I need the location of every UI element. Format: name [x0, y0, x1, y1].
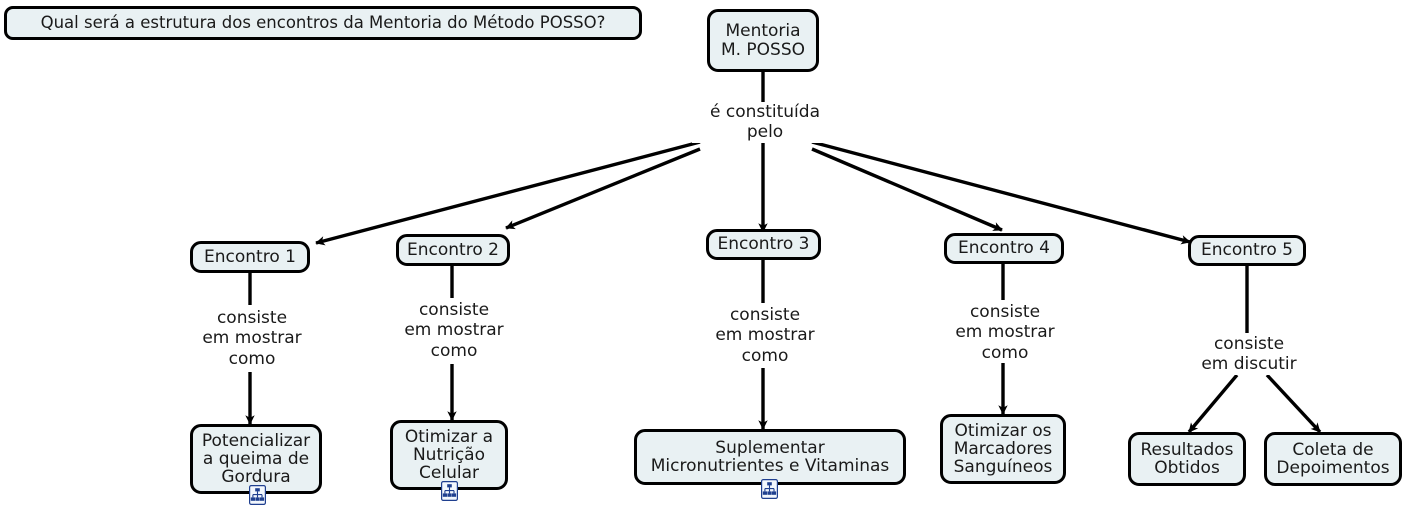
edge-label-encontro-1[interactable]: consiste em mostrar como: [189, 308, 315, 370]
node-encontro-4-label: Encontro 4: [958, 238, 1050, 259]
node-encontro-4[interactable]: Encontro 4: [944, 233, 1064, 264]
node-potencializar-queima-gordura-label: Potencializar a queima de Gordura: [201, 430, 311, 488]
node-root[interactable]: Mentoria M. POSSO: [707, 9, 819, 72]
node-encontro-2[interactable]: Encontro 2: [396, 234, 510, 266]
edge-label-encontro-3[interactable]: consiste em mostrar como: [702, 305, 828, 367]
edge-label-encontro-4[interactable]: consiste em mostrar como: [942, 302, 1068, 364]
node-otimizar-nutricao-celular[interactable]: Otimizar a Nutrição Celular: [390, 420, 508, 490]
focus-question-label: Qual será a estrutura dos encontros da M…: [40, 13, 606, 33]
edge-label-encontro-2[interactable]: consiste em mostrar como: [391, 300, 517, 362]
node-suplementar-micronutrientes-vitaminas-label: Suplementar Micronutrientes e Vitaminas: [650, 437, 890, 476]
node-encontro-2-label: Encontro 2: [407, 239, 499, 260]
edge-encontro5-to-resultados: [1187, 373, 1239, 434]
edge-root-to-encontro5: [811, 140, 1191, 245]
edge-label-root[interactable]: é constituída pelo: [692, 102, 838, 143]
submap-icon[interactable]: [441, 481, 458, 501]
node-potencializar-queima-gordura[interactable]: Potencializar a queima de Gordura: [190, 424, 322, 494]
node-suplementar-micronutrientes-vitaminas[interactable]: Suplementar Micronutrientes e Vitaminas: [634, 429, 906, 485]
edge-root-to-encontro4: [811, 147, 1003, 232]
submap-icon[interactable]: [249, 485, 266, 505]
node-encontro-5[interactable]: Encontro 5: [1188, 235, 1306, 266]
node-otimizar-marcadores-sanguineos[interactable]: Otimizar os Marcadores Sanguíneos: [940, 414, 1066, 484]
edge-root-to-encontro1: [315, 140, 701, 246]
focus-question-box[interactable]: Qual será a estrutura dos encontros da M…: [4, 6, 642, 40]
node-root-label: Mentoria M. POSSO: [720, 21, 806, 60]
node-resultados-obtidos[interactable]: Resultados Obtidos: [1128, 432, 1246, 486]
submap-icon[interactable]: [761, 479, 778, 499]
edge-root-to-encontro2: [505, 147, 701, 230]
edge-label-encontro-5[interactable]: consiste em discutir: [1186, 334, 1312, 375]
node-encontro-3[interactable]: Encontro 3: [706, 229, 821, 260]
node-encontro-3-label: Encontro 3: [717, 234, 810, 255]
node-otimizar-marcadores-sanguineos-label: Otimizar os Marcadores Sanguíneos: [953, 420, 1053, 478]
node-encontro-1[interactable]: Encontro 1: [190, 241, 310, 273]
node-coleta-depoimentos-label: Coleta de Depoimentos: [1276, 439, 1390, 478]
node-encontro-1-label: Encontro 1: [204, 246, 296, 267]
node-coleta-depoimentos[interactable]: Coleta de Depoimentos: [1264, 432, 1402, 486]
node-encontro-5-label: Encontro 5: [1201, 240, 1293, 261]
node-resultados-obtidos-label: Resultados Obtidos: [1140, 439, 1234, 478]
node-otimizar-nutricao-celular-label: Otimizar a Nutrição Celular: [404, 426, 494, 484]
edge-encontro5-to-depoimentos: [1265, 373, 1322, 434]
